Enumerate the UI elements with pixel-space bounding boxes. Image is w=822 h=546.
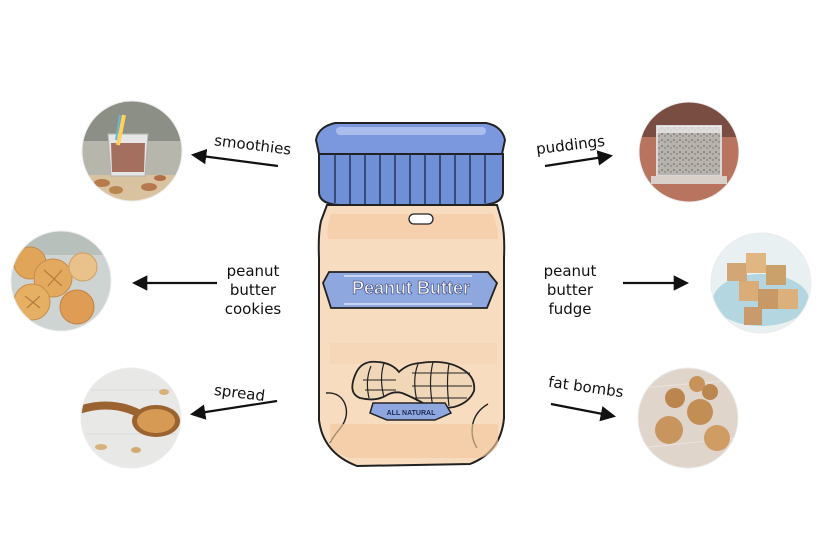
spread-photo <box>81 368 181 468</box>
smoothie-photo <box>82 101 182 201</box>
cookies-photo-border <box>10 230 112 332</box>
label-fudge-line-1: peanut <box>543 262 597 280</box>
fat-bombs-photo <box>638 368 738 468</box>
pudding-photo <box>639 102 739 202</box>
label-cookies-line-1: peanut <box>226 262 280 280</box>
label-fudge: peanut butter fudge <box>539 262 601 319</box>
spread-photo-border <box>80 367 182 469</box>
label-cookies-line-3: cookies <box>224 300 282 318</box>
arrow-to-fat-bombs <box>550 402 617 422</box>
label-fudge-line-3: fudge <box>548 300 592 318</box>
label-cookies-line-2: butter <box>229 281 277 299</box>
jar-label-text: Peanut Butter <box>352 278 470 298</box>
fat-bombs-photo-border <box>637 367 739 469</box>
arrow-to-smoothies <box>190 148 279 168</box>
arrow-to-puddings <box>544 150 614 168</box>
arrow-to-spread <box>189 399 278 420</box>
pudding-photo-border <box>638 101 740 203</box>
all-natural-badge: ALL NATURAL <box>387 410 436 417</box>
fudge-photo-border <box>710 232 812 334</box>
label-cookies: peanut butter cookies <box>222 262 284 319</box>
cookies-photo <box>11 231 111 331</box>
fudge-photo <box>711 233 811 333</box>
peanut-butter-jar: ALL NATURAL Peanut Butter <box>314 122 507 468</box>
smoothie-photo-border <box>81 100 183 202</box>
label-fudge-line-2: butter <box>546 281 594 299</box>
